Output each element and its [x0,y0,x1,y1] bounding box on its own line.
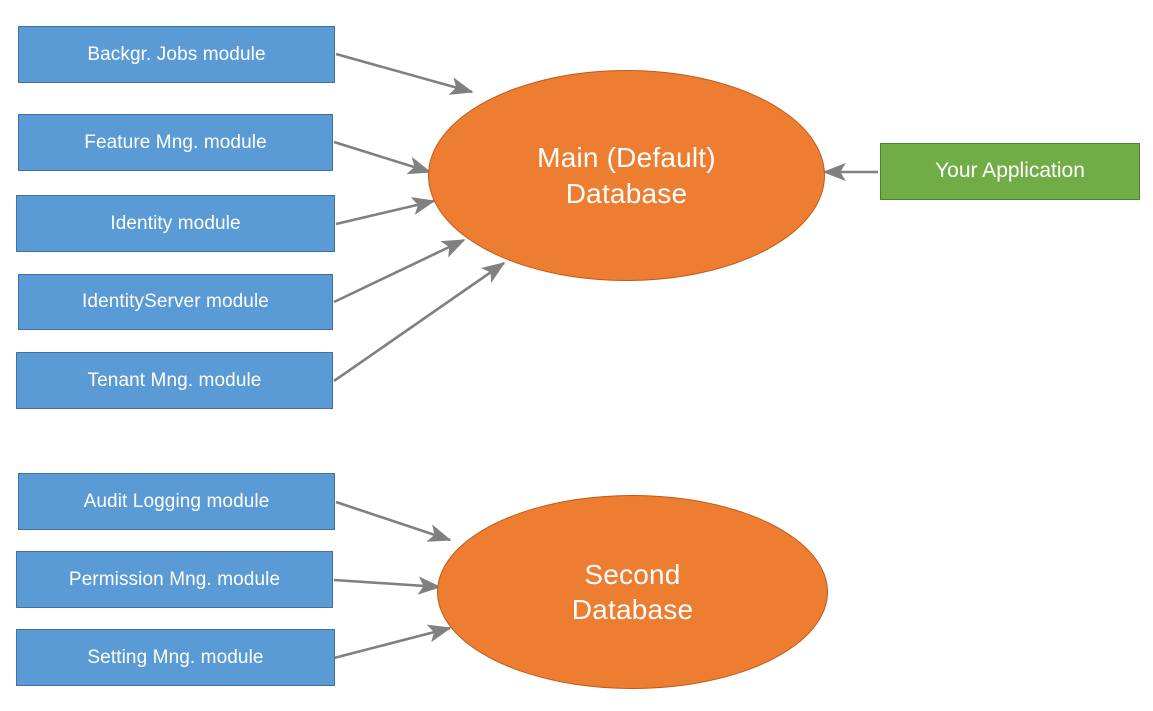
database-label: Second Database [554,557,711,628]
module-label: Setting Mng. module [87,646,264,668]
database-label-line1: Main (Default) [537,142,716,174]
edge-setting-mng-to-second-db [333,624,452,660]
module-box-backgr-jobs[interactable]: Backgr. Jobs module [18,26,335,83]
database-second[interactable]: Second Database [437,495,828,689]
edge-tenant-mng-to-main-db [333,261,506,383]
module-box-identityserver[interactable]: IdentityServer module [18,274,333,330]
database-label-line2: Database [571,594,694,625]
module-box-audit-logging[interactable]: Audit Logging module [18,473,335,530]
database-label-line1: Second [584,558,681,590]
module-box-setting-mng[interactable]: Setting Mng. module [16,629,335,686]
edge-identityserver-to-main-db [333,238,466,304]
module-box-identity[interactable]: Identity module [16,195,335,252]
edge-identity-to-main-db [335,197,436,226]
database-main-default[interactable]: Main (Default) Database [428,70,825,281]
module-label: Audit Logging module [83,490,270,512]
module-box-tenant-mng[interactable]: Tenant Mng. module [16,352,333,409]
module-label: Identity module [110,212,241,234]
edge-backgr-jobs-to-main-db [335,52,474,95]
module-label: Feature Mng. module [84,131,267,153]
module-box-permission-mng[interactable]: Permission Mng. module [16,551,333,608]
module-label: IdentityServer module [82,291,269,313]
application-box[interactable]: Your Application [880,143,1140,200]
application-label: Your Application [935,159,1085,183]
database-label: Main (Default) Database [519,140,734,211]
edge-audit-logging-to-second-db [335,500,452,542]
module-label: Tenant Mng. module [87,369,262,391]
module-label: Backgr. Jobs module [87,43,266,65]
module-box-feature-mng[interactable]: Feature Mng. module [18,114,333,171]
edge-permission-mng-to-second-db [333,576,442,595]
module-label: Permission Mng. module [68,568,281,590]
edge-feature-mng-to-main-db [333,140,432,175]
database-label-line2: Database [565,177,688,209]
